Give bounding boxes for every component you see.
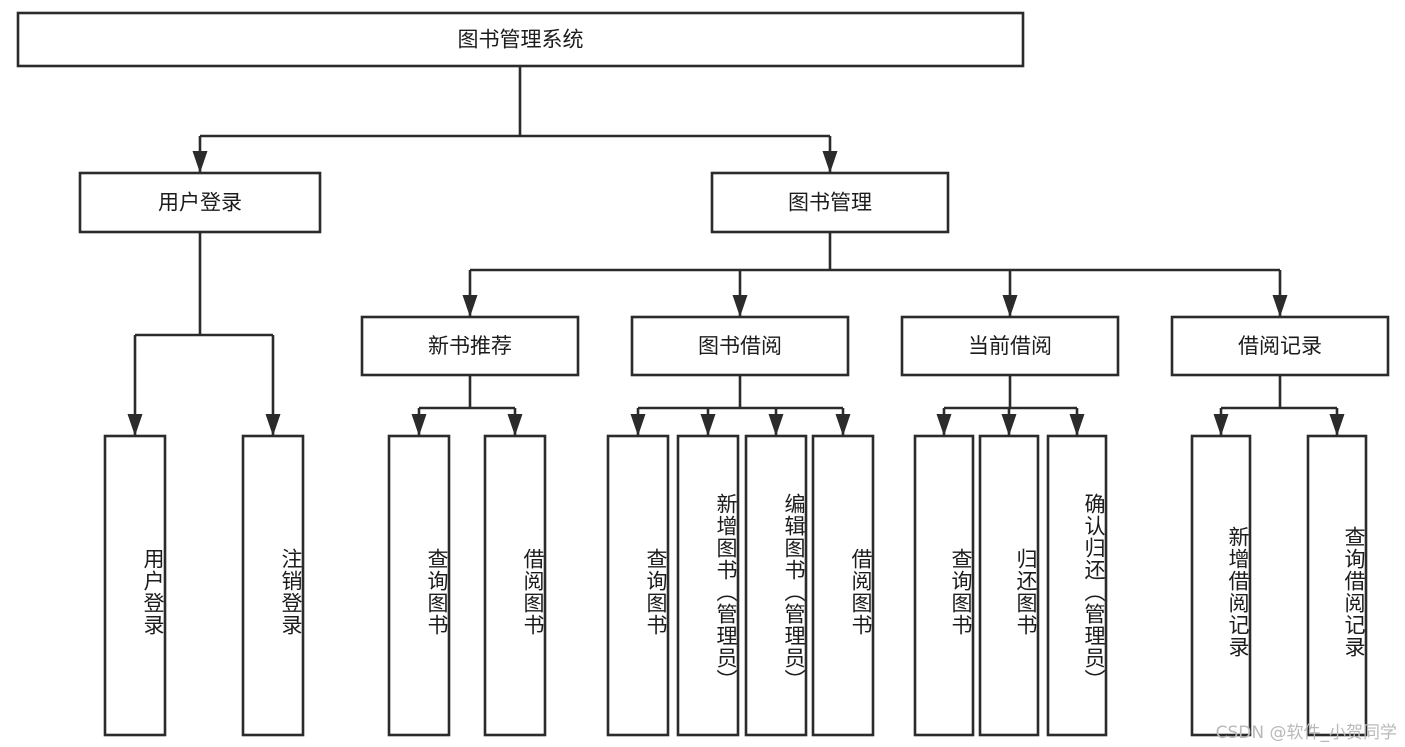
leaf-leaf-query-book-1-box[interactable]	[387, 434, 451, 737]
node-book-borrow-box[interactable]	[630, 315, 850, 377]
arrow-leaf-7	[835, 414, 851, 436]
arrow-leaf-12	[1329, 414, 1345, 436]
arrow-level2-1	[732, 295, 748, 317]
arrow-leaf-6	[768, 414, 784, 436]
arrow-leaf-10	[1069, 414, 1085, 436]
arrow-leaf-4	[630, 414, 646, 436]
boxes-layer	[16, 11, 1390, 737]
leaf-leaf-query-book-2-box[interactable]	[606, 434, 670, 737]
arrow-level2-2	[1002, 295, 1018, 317]
leaf-leaf-return-book-box[interactable]	[978, 434, 1040, 737]
arrow-leaf-0	[127, 414, 143, 436]
connectors-layer	[127, 66, 1345, 436]
arrow-level1-0	[192, 151, 208, 173]
node-book-manage-label: 图书管理	[788, 191, 872, 215]
arrow-level1-1	[822, 151, 838, 173]
arrow-leaf-5	[700, 414, 716, 436]
leaf-leaf-add-book-box[interactable]	[676, 434, 740, 737]
leaf-leaf-user-login-box[interactable]	[103, 434, 167, 737]
leaf-leaf-confirm-return-box[interactable]	[1046, 434, 1108, 737]
node-current-borrow-label: 当前借阅	[968, 334, 1052, 358]
leaf-leaf-query-book-3-box[interactable]	[913, 434, 975, 737]
root-node-box[interactable]	[16, 11, 1025, 68]
arrow-leaf-11	[1213, 414, 1229, 436]
arrow-leaf-1	[265, 414, 281, 436]
leaf-leaf-query-record-box[interactable]	[1306, 434, 1368, 737]
node-book-borrow-label: 图书借阅	[698, 334, 782, 358]
leaf-leaf-borrow-book-2-box[interactable]	[811, 434, 875, 737]
arrow-level2-3	[1272, 295, 1288, 317]
node-borrow-record-box[interactable]	[1170, 315, 1390, 377]
leaf-leaf-add-record-box[interactable]	[1190, 434, 1252, 737]
node-user-login-box[interactable]	[78, 171, 322, 234]
node-user-login-label: 用户登录	[158, 191, 242, 215]
watermark-text: CSDN @软件_小贺同学	[1215, 723, 1397, 743]
leaf-leaf-borrow-book-1-box[interactable]	[483, 434, 547, 737]
root-node-label: 图书管理系统	[458, 28, 584, 52]
arrow-leaf-3	[507, 414, 523, 436]
arrow-leaf-9	[1001, 414, 1017, 436]
leaf-leaf-edit-book-box[interactable]	[744, 434, 808, 737]
node-new-book-recommend-label: 新书推荐	[428, 334, 512, 358]
arrow-leaf-8	[936, 414, 952, 436]
arrow-leaf-2	[411, 414, 427, 436]
node-borrow-record-label: 借阅记录	[1238, 334, 1322, 358]
node-current-borrow-box[interactable]	[900, 315, 1120, 377]
leaf-leaf-logout-box[interactable]	[241, 434, 305, 737]
node-new-book-recommend-box[interactable]	[360, 315, 580, 377]
arrow-level2-0	[462, 295, 478, 317]
node-book-manage-box[interactable]	[710, 171, 950, 234]
